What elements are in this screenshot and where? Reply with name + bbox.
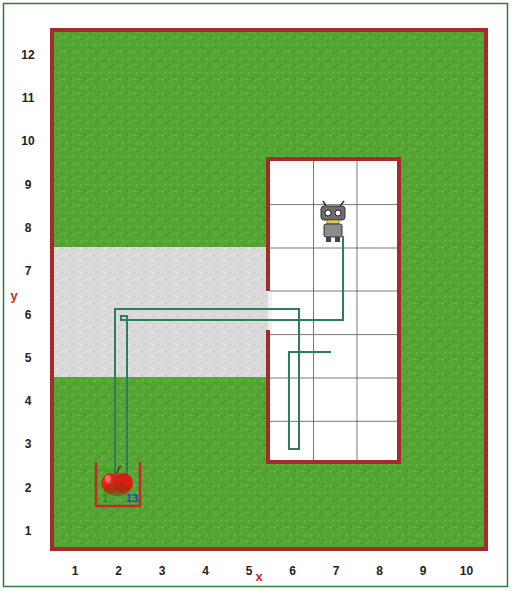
axis-name-holder: y	[10, 286, 17, 304]
y-axis-number: 8	[25, 221, 32, 235]
x-axis-number: 1	[72, 564, 79, 578]
apple-basket	[96, 462, 140, 506]
x-axis-number: 2	[115, 564, 122, 578]
count-number-holder: 13	[126, 488, 138, 506]
x-axis-number-holder: 9	[420, 561, 427, 579]
x-axis-number-holder: 4	[202, 561, 209, 579]
y-axis-number-holder: 2	[25, 478, 32, 496]
axis-name: x	[255, 569, 262, 584]
x-axis-number-holder: 7	[333, 561, 340, 579]
y-axis-number-holder: 12	[21, 45, 34, 63]
y-axis-number-holder: 4	[25, 391, 32, 409]
x-axis-number-holder: 3	[159, 561, 166, 579]
walls	[52, 30, 486, 549]
x-axis-number-holder: 1	[72, 561, 79, 579]
x-axis-number: 6	[289, 564, 296, 578]
y-axis-number-holder: 9	[25, 175, 32, 193]
y-axis-number-holder: 6	[25, 305, 32, 323]
x-axis-number: 5	[246, 564, 253, 578]
grass-field	[52, 30, 486, 549]
y-axis-number-holder: 10	[21, 131, 34, 149]
y-axis-number-holder: 11	[22, 88, 35, 106]
robot-trail	[115, 236, 343, 485]
y-axis-number: 4	[25, 394, 32, 408]
x-axis-number: 9	[420, 564, 427, 578]
outer-frame	[4, 4, 508, 587]
count-number-holder: 1	[102, 488, 108, 506]
y-axis-number: 10	[21, 134, 34, 148]
room-floor	[268, 159, 399, 462]
axis-name-holder: x	[255, 567, 262, 585]
y-axis-number-holder: 7	[25, 261, 32, 279]
y-axis-number: 12	[21, 48, 34, 62]
stone-path	[54, 247, 270, 377]
x-axis-number-holder: 10	[460, 561, 473, 579]
doorway	[268, 291, 272, 330]
y-axis-number: 7	[25, 264, 32, 278]
x-axis-number: 8	[376, 564, 383, 578]
x-axis-number-holder: 2	[115, 561, 122, 579]
y-axis-number: 3	[25, 437, 32, 451]
y-axis-number: 2	[25, 481, 32, 495]
x-axis-number: 3	[159, 564, 166, 578]
x-axis-number: 7	[333, 564, 340, 578]
y-axis-number-holder: 8	[25, 218, 32, 236]
x-axis-number-holder: 6	[289, 561, 296, 579]
count-number: 13	[126, 492, 138, 504]
robot-figure	[321, 201, 345, 242]
y-axis-number: 6	[25, 308, 32, 322]
count-number: 1	[102, 492, 108, 504]
y-axis-number: 11	[22, 91, 35, 105]
axis-name: y	[10, 288, 17, 303]
y-axis-number: 9	[25, 178, 32, 192]
y-axis-number-holder: 3	[25, 434, 32, 452]
y-axis-number: 5	[25, 351, 32, 365]
y-axis-number-holder: 1	[25, 521, 32, 539]
x-axis-number-holder: 5	[246, 561, 253, 579]
y-axis-number: 1	[25, 524, 32, 538]
y-axis-number-holder: 5	[25, 348, 32, 366]
x-axis-number-holder: 8	[376, 561, 383, 579]
x-axis-number: 10	[460, 564, 473, 578]
x-axis-number: 4	[202, 564, 209, 578]
